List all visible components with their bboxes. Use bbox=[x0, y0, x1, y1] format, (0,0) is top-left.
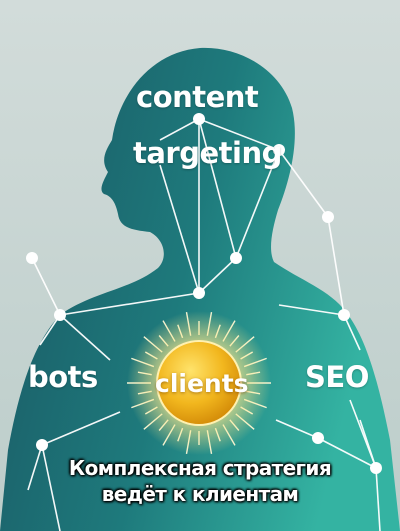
network-node bbox=[54, 309, 66, 321]
caption-line-2: ведёт к клиентам bbox=[101, 482, 299, 506]
network-node bbox=[370, 462, 382, 474]
network-node bbox=[230, 252, 242, 264]
label-content: content bbox=[136, 80, 259, 114]
network-lines bbox=[27, 118, 381, 531]
network-node bbox=[193, 287, 205, 299]
label-bots: bots bbox=[28, 360, 98, 394]
network-node bbox=[312, 432, 324, 444]
label-clients: clients bbox=[155, 369, 249, 398]
network-node bbox=[193, 113, 205, 125]
network-node bbox=[322, 211, 334, 223]
network-nodes bbox=[26, 113, 382, 474]
network-node bbox=[338, 309, 350, 321]
network-node bbox=[36, 439, 48, 451]
network-node bbox=[273, 144, 285, 156]
sun-orb bbox=[156, 340, 242, 426]
label-targeting: targeting bbox=[133, 136, 282, 170]
network-node bbox=[26, 252, 38, 264]
label-seo: SEO bbox=[305, 360, 369, 394]
caption-line-1: Комплексная стратегия bbox=[68, 456, 332, 480]
